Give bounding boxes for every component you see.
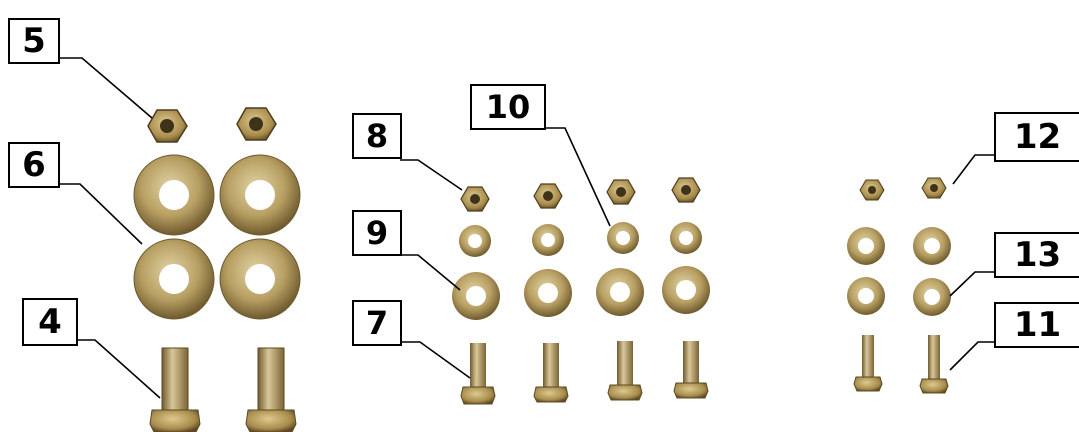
leader-7 xyxy=(400,341,471,379)
callout-10: 10 xyxy=(470,84,546,130)
flat-washer xyxy=(133,238,215,320)
flat-washer xyxy=(913,227,951,265)
flat-washer xyxy=(133,154,215,236)
leader-9 xyxy=(400,254,461,291)
callout-12: 12 xyxy=(994,112,1079,162)
flat-washer xyxy=(662,266,710,314)
hex-bolt xyxy=(460,343,496,405)
flat-washer xyxy=(452,272,500,320)
leader-6 xyxy=(58,183,143,245)
lock-washer xyxy=(532,224,564,256)
flat-washer xyxy=(219,154,301,236)
callout-5: 5 xyxy=(8,18,60,64)
hex-bolt xyxy=(853,335,883,392)
callout-9: 9 xyxy=(352,210,402,256)
callout-11: 11 xyxy=(994,302,1079,348)
flat-washer xyxy=(847,227,885,265)
callout-13: 13 xyxy=(994,232,1079,278)
hex-bolt xyxy=(919,335,949,394)
callout-7: 7 xyxy=(352,300,402,346)
leader-13 xyxy=(949,271,995,297)
leader-4 xyxy=(78,339,161,399)
lock-washer xyxy=(459,225,491,257)
leader-8 xyxy=(400,159,463,191)
flat-washer xyxy=(847,277,885,315)
flat-washer xyxy=(913,278,951,316)
hex-bolt xyxy=(533,343,569,403)
leader-11 xyxy=(949,341,995,371)
lock-washer xyxy=(607,222,639,254)
hex-bolt xyxy=(673,341,709,399)
callout-4: 4 xyxy=(22,298,78,346)
leader-12 xyxy=(952,154,995,185)
flat-washer xyxy=(596,268,644,316)
group-c-hardware xyxy=(847,177,951,394)
leader-10 xyxy=(545,127,611,227)
hex-bolt xyxy=(607,341,643,401)
hex-bolt xyxy=(149,347,201,432)
leader-lines xyxy=(58,57,995,399)
hex-bolt xyxy=(245,347,297,432)
flat-washer xyxy=(219,238,301,320)
leader-5 xyxy=(60,57,153,119)
group-a-hardware xyxy=(133,107,301,432)
flat-washer xyxy=(524,269,572,317)
lock-washer xyxy=(670,222,702,254)
group-b-hardware xyxy=(452,177,710,405)
callout-6: 6 xyxy=(8,142,60,188)
callout-8: 8 xyxy=(352,113,402,159)
